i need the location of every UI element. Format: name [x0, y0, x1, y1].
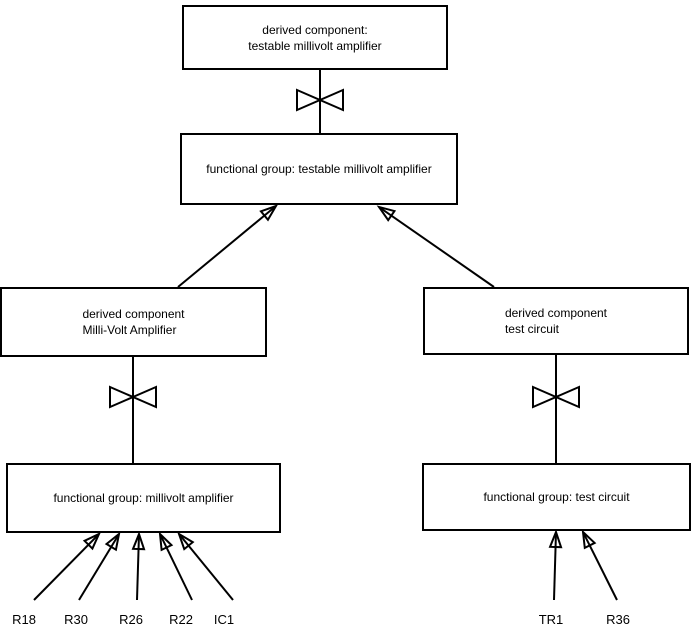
composition-link-comp-top[interactable] — [296, 70, 344, 133]
dependency-arrows-group — [33, 204, 618, 601]
dependency-arrow-arrow-r36[interactable] — [581, 529, 618, 601]
leaf-label-r22: R22 — [169, 612, 193, 627]
node-label-fg-millivolt-amplifier: functional group: millivolt amplifier — [53, 491, 234, 505]
leaf-label-ic1: IC1 — [213, 612, 235, 627]
node-label-fg-testable-millivolt-amplifier: functional group: testable millivolt amp… — [206, 162, 432, 176]
node-box-fg-testable-millivolt-amplifier[interactable]: functional group: testable millivolt amp… — [180, 133, 458, 205]
dependency-arrow-arrow-r18[interactable] — [33, 531, 102, 601]
arrow-shaft — [177, 206, 276, 288]
arrow-shaft — [380, 207, 495, 288]
arrow-shaft — [33, 534, 99, 601]
dependency-arrow-arrow-tr1[interactable] — [548, 529, 563, 601]
node-box-fg-millivolt-amplifier[interactable]: functional group: millivolt amplifier — [6, 463, 281, 533]
dependency-arrow-arrow-r22[interactable] — [158, 531, 193, 601]
arrow-shaft — [78, 535, 119, 601]
leaf-label-tr1: TR1 — [538, 612, 564, 627]
composition-links-group — [109, 70, 580, 463]
arrowhead-icon — [104, 531, 121, 552]
arrowhead-icon — [581, 529, 597, 550]
arrowhead-icon — [376, 205, 397, 222]
bowtie-left-triangle-icon — [532, 385, 559, 409]
arrow-shaft — [136, 535, 140, 601]
dependency-arrow-arrow-test-circuit-to-testable[interactable] — [376, 205, 495, 288]
arrowhead-icon — [158, 531, 174, 552]
node-box-fg-test-circuit[interactable]: functional group: test circuit — [422, 463, 691, 531]
composition-link-comp-right[interactable] — [532, 355, 580, 463]
leaf-label-r26: R26 — [119, 612, 143, 627]
arrowhead-icon — [548, 529, 563, 549]
arrowhead-icon — [259, 204, 279, 222]
composition-link-comp-left[interactable] — [109, 357, 157, 463]
arrowhead-icon — [177, 531, 195, 551]
arrowhead-icon — [82, 531, 102, 551]
arrow-shaft — [159, 535, 193, 601]
node-label-derived-test-circuit: derived component test circuit — [504, 306, 608, 336]
dependency-arrow-arrow-millivolt-to-testable[interactable] — [177, 204, 279, 288]
leaf-label-r30: R30 — [64, 612, 88, 627]
arrowhead-icon — [131, 531, 146, 551]
dependency-arrow-arrow-ic1[interactable] — [177, 531, 234, 601]
node-box-derived-testable-millivolt-amplifier[interactable]: derived component: testable millivolt am… — [182, 5, 448, 70]
node-label-derived-milli-volt-amplifier: derived component Milli-Volt Amplifier — [82, 307, 185, 337]
node-box-derived-milli-volt-amplifier[interactable]: derived component Milli-Volt Amplifier — [0, 287, 267, 357]
leaf-label-r18: R18 — [12, 612, 36, 627]
dependency-arrow-arrow-r26[interactable] — [131, 531, 146, 601]
bowtie-left-triangle-icon — [296, 88, 323, 112]
bowtie-left-triangle-icon — [109, 385, 136, 409]
node-label-fg-test-circuit: functional group: test circuit — [483, 490, 630, 504]
bowtie-right-triangle-icon — [553, 385, 580, 409]
arrow-shaft — [553, 533, 557, 601]
arrow-shaft — [582, 533, 618, 601]
leaf-label-r36: R36 — [606, 612, 630, 627]
bowtie-right-triangle-icon — [130, 385, 157, 409]
bowtie-right-triangle-icon — [317, 88, 344, 112]
node-box-derived-test-circuit[interactable]: derived component test circuit — [423, 287, 689, 355]
dependency-arrow-arrow-r30[interactable] — [78, 531, 121, 601]
node-label-derived-testable-millivolt-amplifier: derived component: testable millivolt am… — [248, 22, 382, 53]
